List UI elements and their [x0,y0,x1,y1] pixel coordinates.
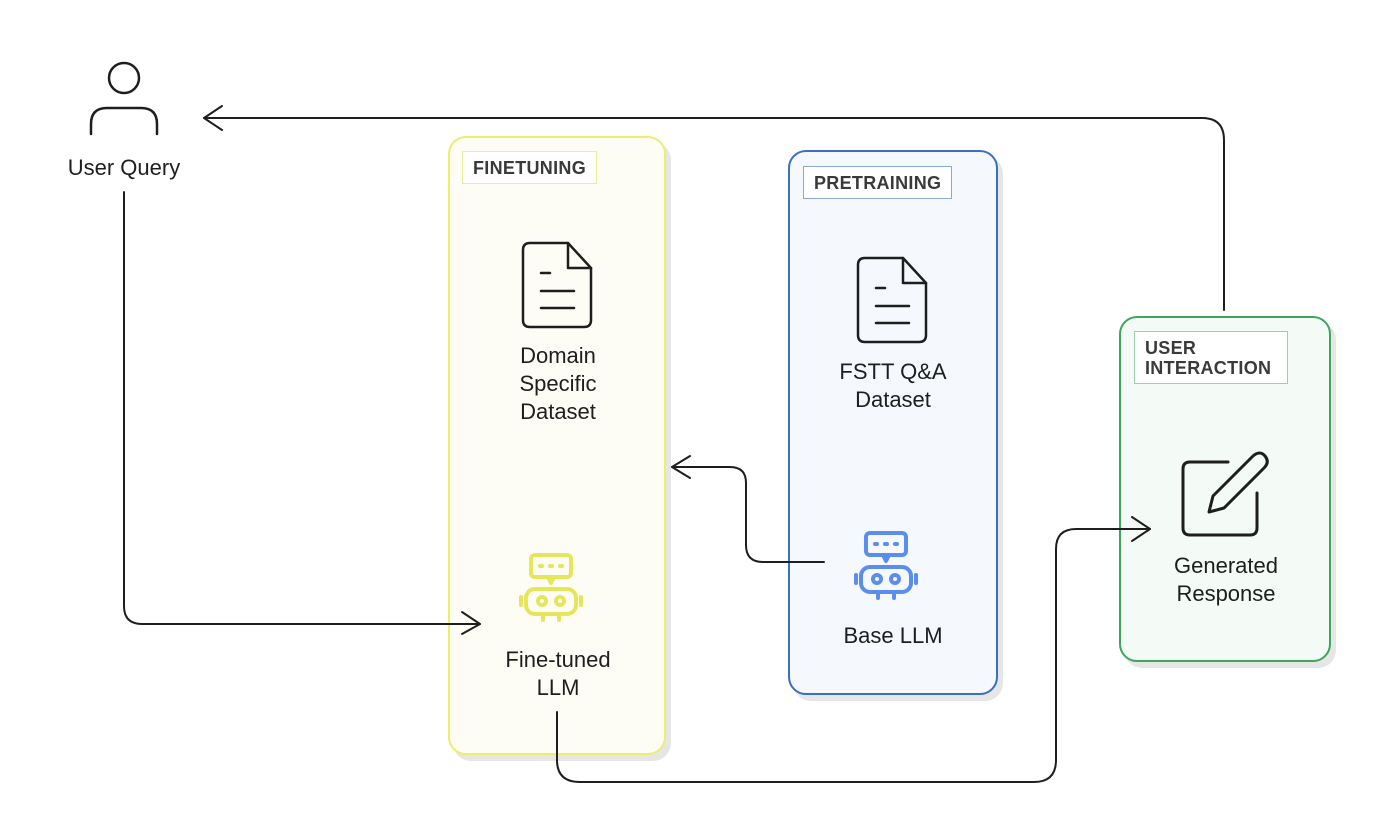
domain-dataset-label: Domain Specific Dataset [519,343,597,424]
pretraining-panel [788,150,998,695]
document-icon [521,241,593,329]
arrowhead-user [203,105,223,131]
arrowhead-finetuned [461,611,481,635]
arrowhead-finetuning [671,455,691,479]
edit-icon [1181,451,1269,537]
finetuning-title: FINETUNING [462,151,597,184]
person-icon [89,61,159,136]
document-icon [856,256,928,344]
fstt-dataset-label: FSTT Q&A Dataset [839,359,947,412]
user-query-label: User Query [67,155,181,180]
arrowhead-response [1131,516,1151,542]
finetuning-panel [448,136,666,755]
connector-base-to-finetuning [671,466,825,563]
connector-finetuned-to-response [556,528,1151,783]
robot-icon [854,531,918,600]
user-interaction-title: USER INTERACTION [1134,331,1288,384]
connector-response-to-user [203,117,1225,311]
generated-response-label: Generated Response [1174,553,1278,606]
pretraining-title: PRETRAINING [803,166,953,199]
finetuned-llm-label: Fine-tuned LLM [505,647,611,700]
connector-user-to-finetuned [123,191,481,625]
robot-icon [519,553,583,622]
base-llm-label: Base LLM [843,623,943,648]
